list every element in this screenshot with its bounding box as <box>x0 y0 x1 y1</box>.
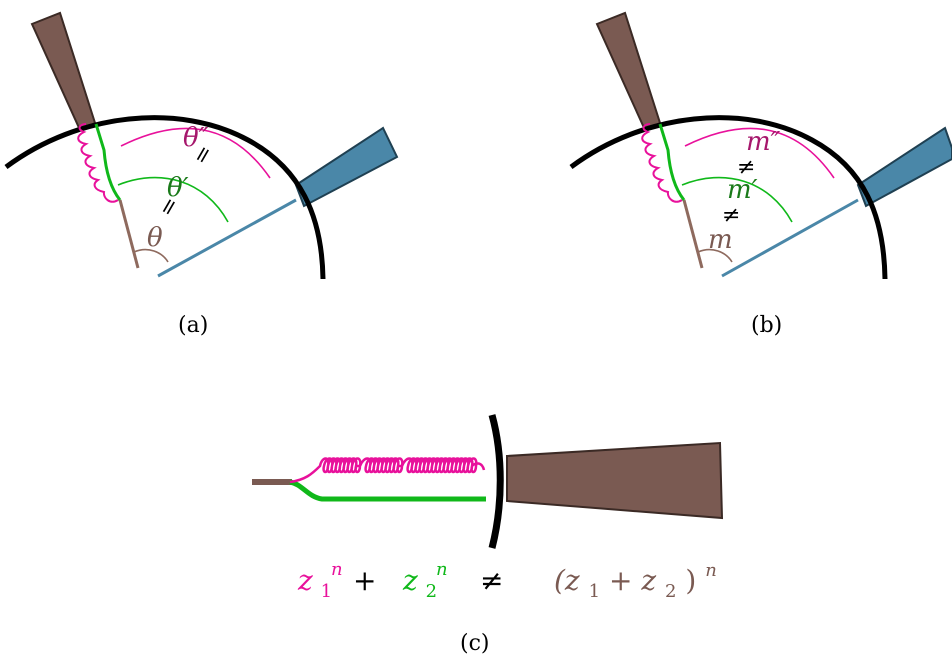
jet-cone-blue <box>856 126 952 208</box>
z2-base: z <box>402 564 418 597</box>
arc-theta-double-prime <box>120 127 271 179</box>
green-parton-line <box>289 479 486 502</box>
z1-base: z <box>297 564 313 597</box>
jet-cone-brown <box>30 11 97 132</box>
z1-sub: 1 <box>321 581 332 602</box>
gluon-coil <box>77 123 119 203</box>
panel-c: z 1 n + z 2 n ≠ (z 1 + z 2 ) n (c) <box>252 414 724 656</box>
jet-cone-blue <box>294 126 399 208</box>
label-theta: θ <box>147 223 163 253</box>
panel-a: θ″ = θ′ = θ (a) <box>4 11 399 338</box>
rhs-open: (z <box>554 564 580 597</box>
arc-m-double-prime <box>684 127 835 179</box>
z2-sup: n <box>436 559 448 580</box>
label-theta-prime: θ′ <box>167 173 189 203</box>
z1-sup: n <box>331 559 343 580</box>
equation-rhs: (z 1 + z 2 ) n <box>554 560 717 604</box>
panel-b: m″ ≠ m′ ≠ m (b) <box>569 11 952 338</box>
green-parton-line <box>94 123 122 201</box>
jet-cone-brown <box>595 11 662 132</box>
arc-m-prime <box>681 176 793 223</box>
detector-arc <box>488 414 504 549</box>
rhs-plus: + z <box>609 564 656 597</box>
blue-parton-line <box>721 198 859 278</box>
label-theta-double-prime: θ″ <box>183 123 209 153</box>
caption-a: (a) <box>178 313 208 338</box>
gluon-coil <box>641 123 683 203</box>
label-m: m <box>708 225 733 255</box>
detector-arc <box>4 115 326 280</box>
equation-term-2: z 2 n <box>402 559 448 604</box>
detector-arc <box>569 115 888 280</box>
equation-term-1: z 1 n <box>297 559 343 604</box>
blue-parton-line <box>157 198 297 278</box>
caption-c: (c) <box>460 631 490 656</box>
z2-sub: 2 <box>426 581 437 602</box>
rhs-sup: n <box>705 560 717 581</box>
arc-theta-prime <box>117 176 229 223</box>
arc-theta <box>133 248 169 263</box>
relation-top: ≠ <box>737 155 755 180</box>
rhs-close: ) <box>685 564 696 597</box>
label-m-prime: m′ <box>727 175 758 205</box>
equation-plus: + <box>353 564 376 597</box>
label-m-double-prime: m″ <box>746 127 781 157</box>
relation-bottom: ≠ <box>722 203 740 228</box>
equation-not-equal: ≠ <box>480 564 503 597</box>
brown-stem <box>682 199 704 269</box>
rhs-sub-1: 1 <box>589 581 600 602</box>
arc-m <box>697 248 733 263</box>
rhs-sub-2: 2 <box>665 581 676 602</box>
jet-cone-brown <box>506 441 724 520</box>
green-parton-line <box>658 123 686 201</box>
caption-b: (b) <box>751 313 782 338</box>
brown-stem <box>118 199 140 269</box>
gluon-coil <box>289 457 486 484</box>
